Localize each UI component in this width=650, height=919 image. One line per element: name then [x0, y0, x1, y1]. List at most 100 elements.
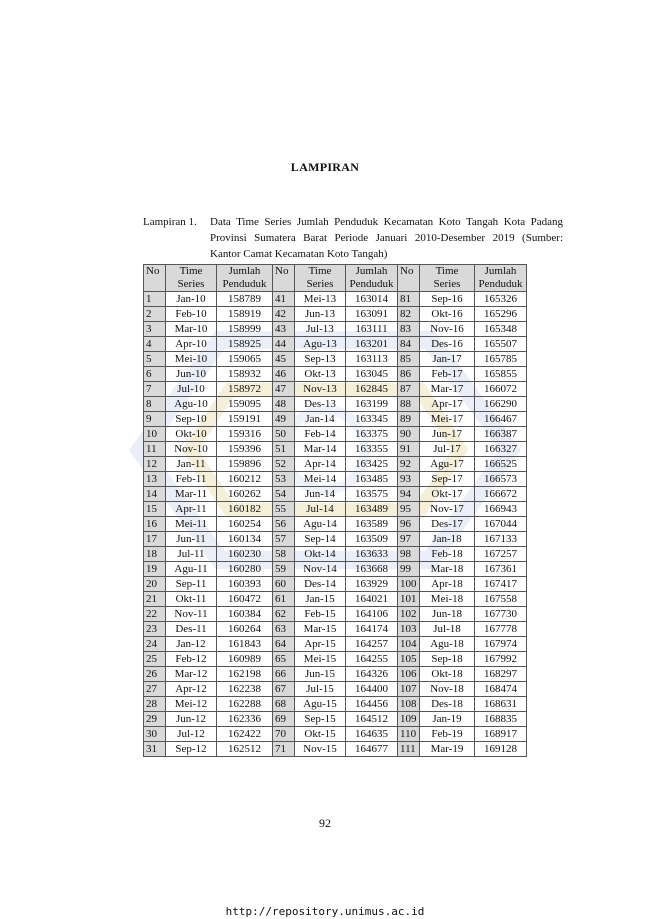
cell-time-series: Jun-15 [294, 666, 346, 682]
cell-jumlah-penduduk: 163575 [345, 486, 398, 502]
cell-no: 102 [397, 606, 420, 622]
cell-jumlah-penduduk: 158932 [216, 366, 273, 382]
cell-time-series: Jun-13 [294, 306, 346, 322]
cell-time-series: Nov-10 [165, 441, 217, 457]
cell-time-series: Jan-10 [165, 291, 217, 307]
cell-time-series: Des-17 [419, 516, 475, 532]
cell-no: 56 [272, 516, 295, 532]
header-jumlah-penduduk: Jumlah Penduduk [216, 264, 273, 292]
cell-no: 21 [143, 591, 166, 607]
cell-time-series: Apr-18 [419, 576, 475, 592]
cell-time-series: Okt-18 [419, 666, 475, 682]
cell-time-series: Jul-14 [294, 501, 346, 517]
cell-time-series: Jan-14 [294, 411, 346, 427]
cell-no: 98 [397, 546, 420, 562]
cell-no: 46 [272, 366, 295, 382]
cell-time-series: Agu-10 [165, 396, 217, 412]
cell-time-series: Des-18 [419, 696, 475, 712]
cell-time-series: Jul-17 [419, 441, 475, 457]
cell-no: 106 [397, 666, 420, 682]
cell-no: 101 [397, 591, 420, 607]
cell-no: 109 [397, 711, 420, 727]
cell-no: 47 [272, 381, 295, 397]
cell-no: 91 [397, 441, 420, 457]
cell-jumlah-penduduk: 167778 [474, 621, 527, 637]
table-caption: Lampiran 1. Data Time Series Jumlah Pend… [143, 214, 563, 262]
cell-no: 71 [272, 741, 295, 757]
cell-no: 44 [272, 336, 295, 352]
cell-jumlah-penduduk: 162512 [216, 741, 273, 757]
cell-no: 2 [143, 306, 166, 322]
header-time-series: Time Series [165, 264, 217, 292]
cell-jumlah-penduduk: 166672 [474, 486, 527, 502]
cell-no: 9 [143, 411, 166, 427]
cell-no: 105 [397, 651, 420, 667]
cell-jumlah-penduduk: 164021 [345, 591, 398, 607]
cell-jumlah-penduduk: 167730 [474, 606, 527, 622]
cell-time-series: Mar-17 [419, 381, 475, 397]
cell-time-series: Nov-11 [165, 606, 217, 622]
cell-no: 49 [272, 411, 295, 427]
cell-no: 55 [272, 501, 295, 517]
cell-jumlah-penduduk: 165855 [474, 366, 527, 382]
cell-jumlah-penduduk: 159095 [216, 396, 273, 412]
cell-time-series: Sep-16 [419, 291, 475, 307]
cell-jumlah-penduduk: 161843 [216, 636, 273, 652]
cell-time-series: Des-13 [294, 396, 346, 412]
cell-time-series: Mei-12 [165, 696, 217, 712]
cell-no: 64 [272, 636, 295, 652]
cell-no: 13 [143, 471, 166, 487]
cell-jumlah-penduduk: 163485 [345, 471, 398, 487]
cell-jumlah-penduduk: 163345 [345, 411, 398, 427]
cell-jumlah-penduduk: 164456 [345, 696, 398, 712]
cell-time-series: Mar-19 [419, 741, 475, 757]
cell-no: 54 [272, 486, 295, 502]
cell-jumlah-penduduk: 167257 [474, 546, 527, 562]
cell-no: 63 [272, 621, 295, 637]
cell-time-series: Sep-11 [165, 576, 217, 592]
cell-time-series: Mar-11 [165, 486, 217, 502]
cell-no: 23 [143, 621, 166, 637]
cell-jumlah-penduduk: 163014 [345, 291, 398, 307]
cell-time-series: Sep-18 [419, 651, 475, 667]
cell-time-series: Mei-18 [419, 591, 475, 607]
cell-no: 45 [272, 351, 295, 367]
cell-time-series: Jul-11 [165, 546, 217, 562]
cell-jumlah-penduduk: 168474 [474, 681, 527, 697]
header-time-series: Time Series [294, 264, 346, 292]
cell-no: 99 [397, 561, 420, 577]
cell-jumlah-penduduk: 165326 [474, 291, 527, 307]
cell-jumlah-penduduk: 163091 [345, 306, 398, 322]
cell-no: 94 [397, 486, 420, 502]
cell-time-series: Jul-13 [294, 321, 346, 337]
cell-time-series: Jan-12 [165, 636, 217, 652]
cell-time-series: Sep-14 [294, 531, 346, 547]
cell-time-series: Okt-11 [165, 591, 217, 607]
cell-no: 8 [143, 396, 166, 412]
cell-time-series: Okt-13 [294, 366, 346, 382]
cell-jumlah-penduduk: 159191 [216, 411, 273, 427]
cell-time-series: Mar-12 [165, 666, 217, 682]
cell-no: 43 [272, 321, 295, 337]
cell-no: 66 [272, 666, 295, 682]
cell-jumlah-penduduk: 159396 [216, 441, 273, 457]
cell-no: 62 [272, 606, 295, 622]
header-no: No [272, 264, 295, 292]
cell-jumlah-penduduk: 162336 [216, 711, 273, 727]
cell-time-series: Jul-18 [419, 621, 475, 637]
cell-jumlah-penduduk: 168297 [474, 666, 527, 682]
cell-no: 53 [272, 471, 295, 487]
cell-time-series: Feb-15 [294, 606, 346, 622]
cell-time-series: Jun-18 [419, 606, 475, 622]
